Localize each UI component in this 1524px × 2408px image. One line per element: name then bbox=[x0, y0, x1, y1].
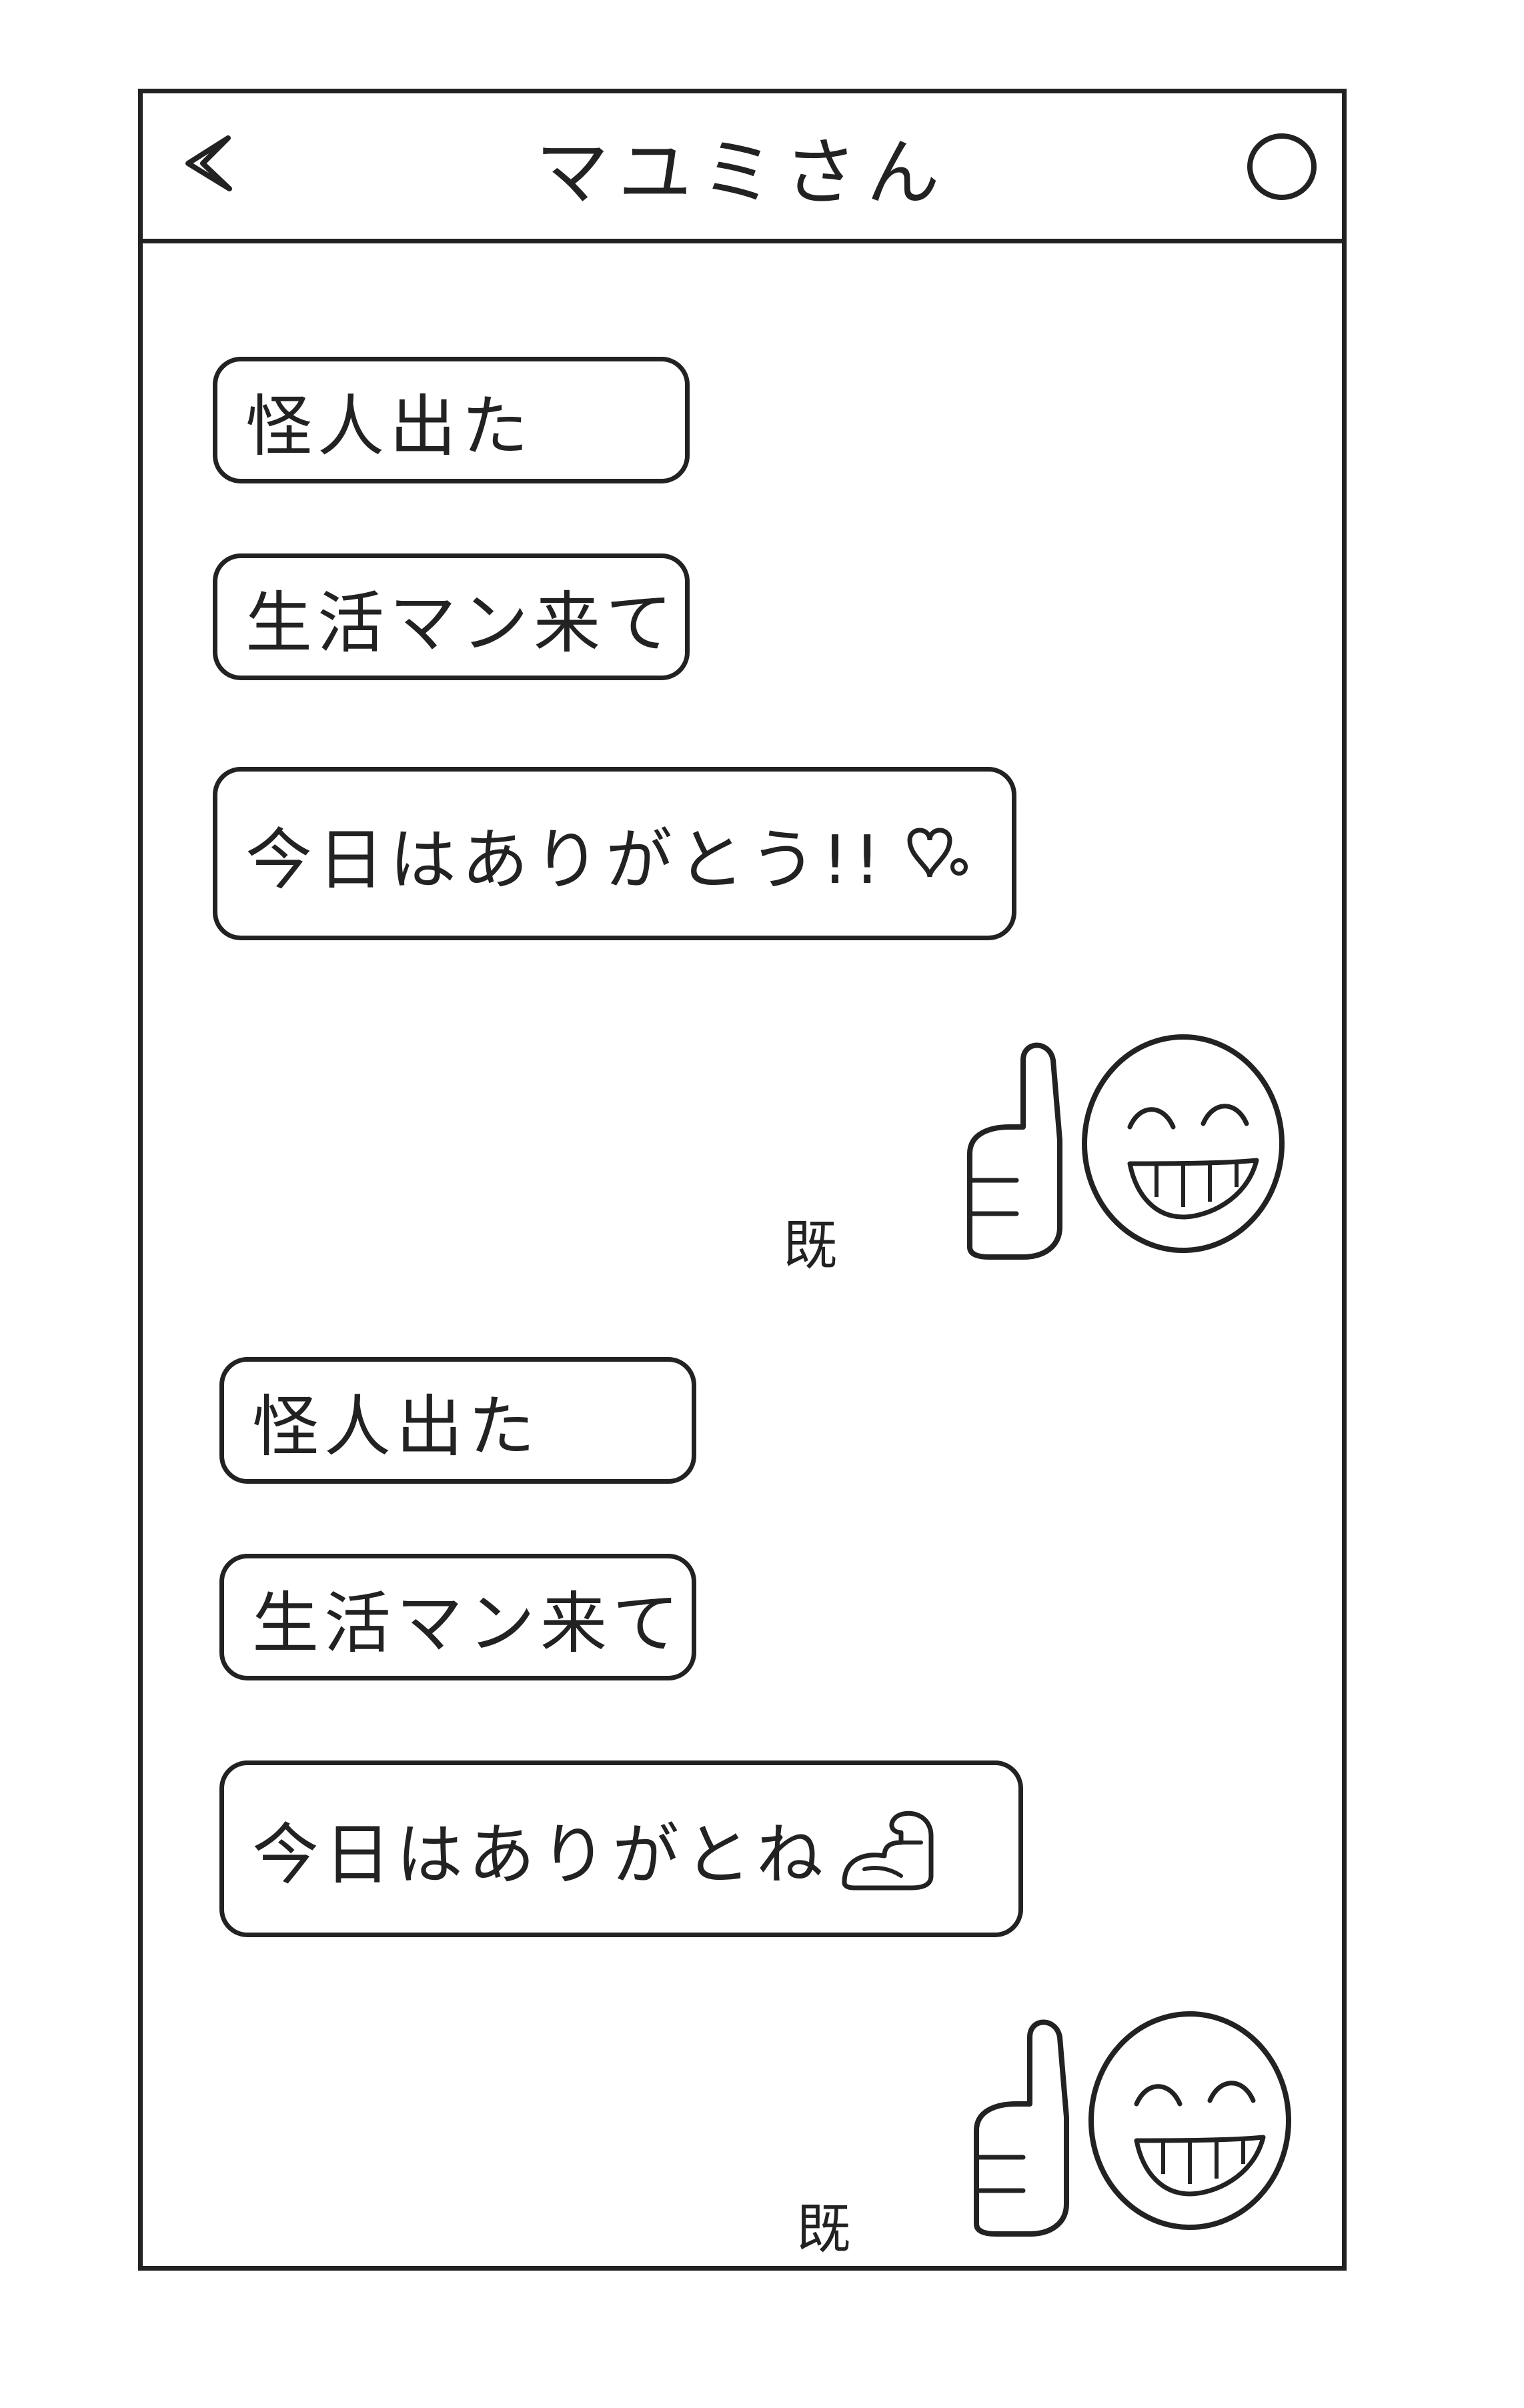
chat-title: マユミさん bbox=[536, 130, 949, 215]
message-bubble[interactable]: 今日はありがとね bbox=[219, 1760, 1023, 1937]
message-text: 生活マン来て bbox=[245, 583, 678, 662]
thumbs-up-smiley-sticker bbox=[974, 2011, 1291, 2237]
heart-icon bbox=[907, 828, 968, 878]
read-receipt: 既 bbox=[783, 1214, 838, 1277]
message-text: 今日はありがとう!! bbox=[245, 820, 886, 899]
back-button[interactable] bbox=[169, 123, 249, 203]
message-bubble[interactable]: 今日はありがとう!! bbox=[213, 767, 1016, 940]
sticker[interactable] bbox=[950, 2004, 1297, 2257]
message-bubble[interactable]: 怪人出た bbox=[219, 1357, 696, 1484]
read-receipt: 既 bbox=[796, 2197, 852, 2261]
thumbs-up-smiley-sticker bbox=[967, 1034, 1285, 1260]
message-bubble[interactable]: 生活マン来て bbox=[219, 1554, 696, 1680]
circle-icon bbox=[1247, 133, 1317, 200]
message-bubble[interactable]: 怪人出た bbox=[213, 357, 690, 483]
message-text: 生活マン来て bbox=[252, 1584, 684, 1662]
message-text: 怪人出た bbox=[252, 1387, 540, 1466]
flexed-biceps-icon bbox=[842, 1811, 934, 1890]
sticker[interactable] bbox=[943, 1027, 1290, 1280]
chat-screen: マユミさん 怪人出た 生活マン来て 今日はありがとう!! 既 bbox=[138, 89, 1347, 2271]
chevron-left-icon bbox=[185, 135, 232, 191]
message-bubble[interactable]: 生活マン来て bbox=[213, 553, 690, 680]
menu-button[interactable] bbox=[1242, 127, 1322, 207]
message-text: 怪人出た bbox=[245, 387, 534, 465]
message-text: 今日はありがとね bbox=[252, 1816, 828, 1894]
chat-header: マユミさん bbox=[143, 93, 1342, 243]
